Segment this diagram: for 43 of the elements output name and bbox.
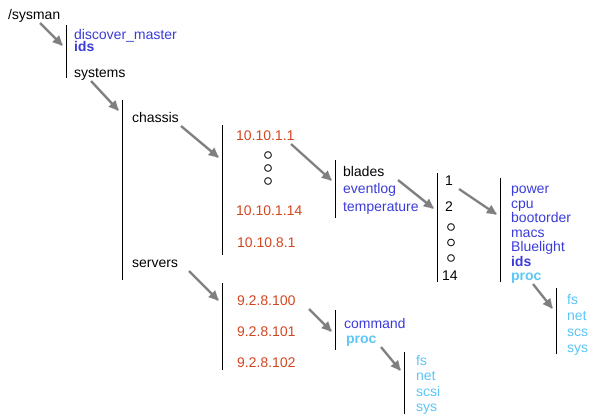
tree-label: systems	[74, 64, 126, 80]
tree-label: macs	[511, 224, 544, 240]
arrow	[380, 346, 401, 371]
arrow	[458, 188, 497, 216]
tree-label: 9.2.8.101	[237, 323, 296, 339]
tree-label: temperature	[343, 198, 418, 214]
tree-label: 14	[442, 267, 458, 283]
tree-label: 10.10.1.14	[236, 202, 302, 218]
arrow	[188, 270, 219, 301]
tree-label: fs	[416, 352, 427, 368]
tree-label: cpu	[511, 195, 534, 211]
tree-label: servers	[132, 254, 178, 270]
tree-label: blades	[343, 163, 384, 179]
tree-label: 1	[445, 172, 453, 188]
tree-label: 9.2.8.102	[237, 354, 296, 370]
arrow	[532, 283, 553, 309]
arrow	[90, 80, 119, 111]
tree-label: net	[416, 367, 436, 383]
tree-label: Bluelight	[511, 238, 565, 254]
tree-label: net	[567, 307, 586, 323]
tree-label: sys	[567, 339, 588, 355]
tree-label: proc	[511, 267, 542, 283]
tree-label: chassis	[132, 109, 179, 125]
arrow	[290, 143, 332, 181]
tree-label: 9.2.8.100	[237, 292, 296, 308]
arrow	[39, 22, 63, 46]
arrow	[397, 179, 434, 209]
tree-label: 2	[445, 198, 453, 214]
tree-label: power	[511, 180, 550, 196]
tree-label: 10.10.8.1	[237, 234, 296, 250]
tree-label: scsi	[416, 383, 440, 399]
tree-label: proc	[346, 330, 376, 346]
tree-label: command	[344, 315, 406, 331]
tree-label: eventlog	[343, 180, 396, 196]
tree-label: fs	[567, 291, 578, 307]
arrow	[308, 308, 332, 332]
tree-label: scs	[567, 323, 588, 339]
tree-label: ids	[511, 253, 532, 269]
tree-label: /sysman	[8, 6, 60, 22]
tree-label: sys	[416, 398, 437, 414]
tree-label: 10.10.1.1	[236, 127, 294, 143]
arrow	[180, 125, 219, 158]
tree-label: bootorder	[511, 209, 571, 225]
